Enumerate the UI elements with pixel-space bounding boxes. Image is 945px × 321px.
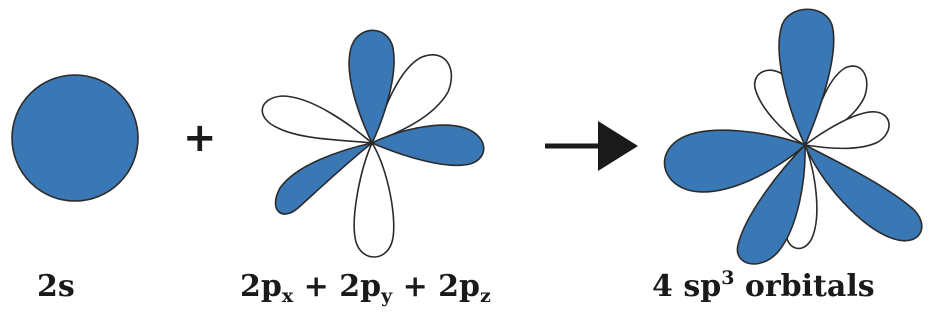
s-orbital-sphere	[12, 75, 138, 201]
px-label: 2p	[240, 269, 282, 304]
plus-operator: +	[183, 118, 217, 158]
pz-subscript: z	[480, 285, 491, 307]
p-orbitals-label: 2px + 2py + 2pz	[240, 272, 491, 302]
p-orbitals-group	[262, 30, 483, 257]
s-orbital-label: 2s	[37, 272, 75, 302]
pz-label: 2p	[438, 269, 480, 304]
sp3-word-label: orbitals	[734, 269, 874, 304]
p-orbital-lobe-lower	[354, 143, 394, 257]
sp3-superscript: 3	[721, 267, 734, 289]
sp3-orbitals-label: 4 sp3 orbitals	[652, 272, 875, 302]
py-label: 2p	[339, 269, 381, 304]
py-subscript: y	[381, 285, 392, 307]
px-subscript: x	[282, 285, 293, 307]
sp3-lobe-right	[805, 145, 922, 241]
sp3-count-label: 4 sp	[652, 269, 721, 304]
sp3-orbitals-group	[665, 9, 922, 264]
plus-join-2: +	[392, 269, 438, 304]
plus-join-1: +	[293, 269, 339, 304]
s-orbital-label-text: 2s	[37, 269, 75, 304]
